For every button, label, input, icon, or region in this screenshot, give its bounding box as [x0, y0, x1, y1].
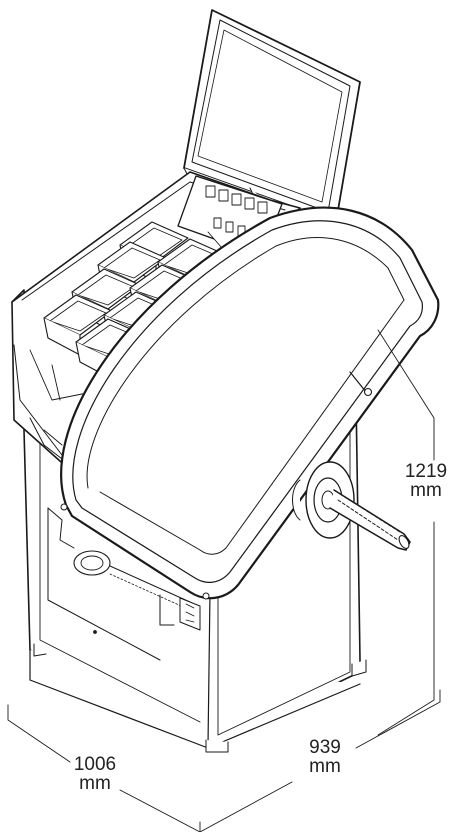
wheel-guard [60, 206, 440, 600]
depth-dimension-label: 939 mm [300, 738, 350, 776]
dimension-lines [7, 329, 441, 832]
monitor [183, 9, 361, 229]
keypad-key [244, 197, 255, 210]
width-unit: mm [79, 773, 111, 794]
keypad-key [205, 185, 216, 198]
width-value: 1006 [73, 754, 117, 775]
width-dimension-line [7, 704, 201, 832]
front-details [47, 507, 201, 661]
depth-value: 939 [309, 737, 341, 758]
keypad-key [257, 201, 268, 214]
height-dimension-label: 1219 mm [398, 462, 454, 500]
height-dimension-line [377, 329, 435, 736]
keypad-key [225, 221, 234, 233]
height-value: 1219 [404, 461, 448, 482]
height-unit: mm [410, 480, 442, 501]
depth-dimension-line [199, 689, 441, 832]
width-dimension-label: 1006 mm [66, 755, 124, 793]
depth-unit: mm [309, 756, 341, 777]
keypad-key [231, 193, 242, 206]
keypad-key [213, 217, 222, 229]
keypad-key [218, 189, 229, 202]
wheel-shaft [292, 461, 411, 551]
